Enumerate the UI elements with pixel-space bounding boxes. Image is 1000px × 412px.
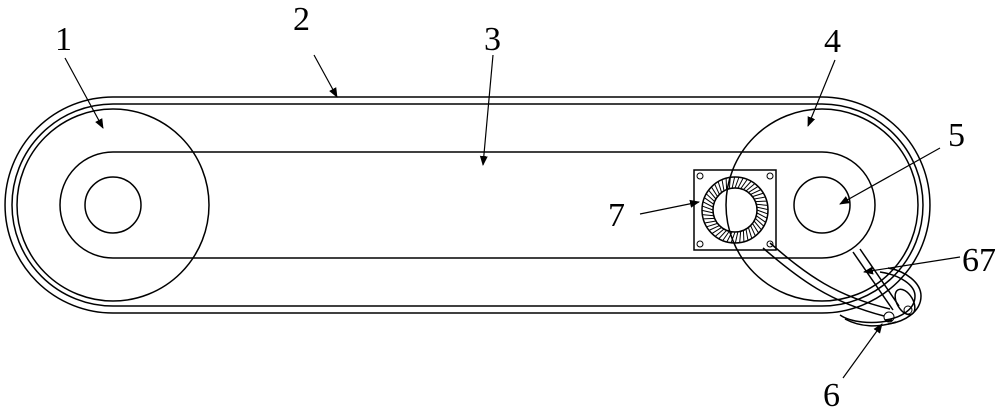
label-5: 5 bbox=[948, 117, 965, 154]
right-pulley bbox=[725, 108, 919, 302]
air-hose bbox=[762, 242, 891, 317]
leader-lines bbox=[64, 54, 961, 379]
fan-blade bbox=[753, 220, 762, 231]
leader-7 bbox=[639, 199, 700, 215]
fan-blade bbox=[755, 215, 766, 223]
support-frame bbox=[59, 151, 876, 259]
fan-blade bbox=[754, 218, 765, 227]
belt-inner bbox=[11, 103, 924, 307]
fan-blade bbox=[714, 183, 720, 195]
fan-blade bbox=[705, 193, 716, 202]
left-pulley bbox=[16, 108, 210, 302]
label-2: 2 bbox=[293, 1, 310, 38]
leader-4 bbox=[807, 59, 836, 127]
fan-blade bbox=[731, 176, 736, 189]
fan-blade bbox=[722, 230, 730, 241]
fan-blade bbox=[756, 212, 768, 219]
cooling-fan bbox=[693, 169, 777, 251]
label-7: 7 bbox=[608, 197, 625, 234]
fan-blade bbox=[708, 189, 717, 200]
fan-blade bbox=[718, 229, 727, 240]
fan-blade bbox=[721, 179, 725, 192]
fan-blade bbox=[753, 196, 766, 200]
fan-blade bbox=[728, 177, 731, 189]
fan-blade bbox=[750, 189, 762, 195]
fan-blade bbox=[734, 231, 739, 244]
fan-blade bbox=[745, 183, 756, 192]
fan-blade bbox=[704, 197, 715, 205]
label-1: 1 bbox=[55, 21, 72, 58]
fan-blade bbox=[710, 186, 718, 197]
fan-blade bbox=[702, 201, 714, 208]
fan-blade bbox=[756, 209, 768, 215]
fan-blade bbox=[743, 180, 752, 191]
leader-3 bbox=[479, 54, 494, 166]
leader-6 bbox=[842, 323, 883, 379]
right-shaft bbox=[793, 176, 851, 234]
label-3: 3 bbox=[484, 21, 501, 58]
fan-blade bbox=[756, 203, 768, 206]
belt-outer bbox=[4, 96, 931, 314]
fan-blade bbox=[730, 231, 736, 243]
left-shaft bbox=[84, 176, 142, 234]
fan-blade bbox=[706, 222, 718, 228]
fan-blade bbox=[737, 177, 744, 189]
nozzle-assembly bbox=[839, 248, 922, 327]
fan-blade bbox=[702, 205, 714, 211]
label-67: 67 bbox=[962, 242, 996, 279]
leader-1 bbox=[64, 57, 104, 129]
leader-67 bbox=[863, 256, 961, 275]
leader-5 bbox=[839, 147, 941, 205]
fan-blade bbox=[739, 231, 742, 243]
fan-blade bbox=[747, 227, 753, 239]
fan-blade bbox=[756, 206, 769, 211]
fan-blade bbox=[717, 181, 723, 193]
leader-2 bbox=[313, 54, 338, 98]
label-4: 4 bbox=[824, 23, 841, 60]
fan-blade bbox=[752, 192, 764, 198]
fan-blade bbox=[750, 225, 756, 237]
fan-blade bbox=[752, 223, 760, 234]
fan-blade bbox=[748, 185, 759, 193]
fan-blade bbox=[745, 228, 749, 241]
fan-blade bbox=[708, 225, 720, 231]
fan-blade bbox=[704, 220, 717, 224]
fan-blade bbox=[714, 228, 725, 237]
fan-blade bbox=[702, 214, 714, 217]
fan-blade bbox=[726, 231, 733, 243]
label-6: 6 bbox=[823, 377, 840, 412]
fan-blade bbox=[740, 179, 748, 190]
fan-blade bbox=[711, 227, 722, 235]
fan-blade bbox=[734, 177, 740, 189]
fan-blade bbox=[701, 209, 714, 214]
